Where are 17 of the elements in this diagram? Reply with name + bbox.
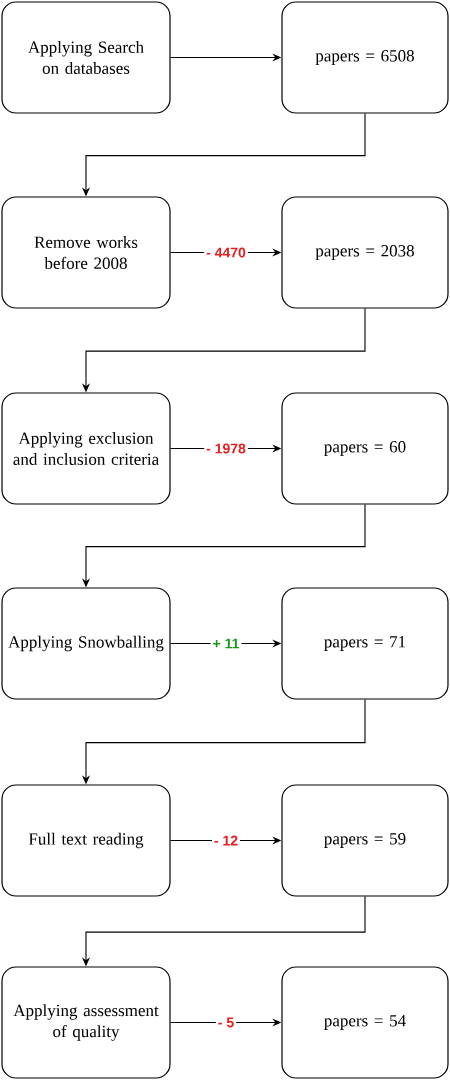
count-box: papers = 60 [281,392,449,505]
process-box: Remove works before 2008 [1,196,171,309]
process-box: Applying exclusion and inclusion criteria [1,392,171,505]
count-box: papers = 6508 [281,1,449,114]
count-box: papers = 59 [281,784,449,897]
process-box: Applying Snowballing [1,587,171,700]
process-box: Full text reading [1,784,171,897]
process-box: Applying assessment of quality [1,966,171,1079]
process-box: Applying Search on databases [1,1,171,114]
edge-label: - 12 [214,835,238,846]
count-box: papers = 71 [281,587,449,700]
edge-label: - 4470 [206,247,246,258]
edge-label: - 1978 [206,443,246,454]
count-box: papers = 2038 [281,196,449,309]
edge-label: + 11 [213,638,240,649]
count-box: papers = 54 [281,966,449,1079]
edge-label: - 5 [218,1017,234,1028]
